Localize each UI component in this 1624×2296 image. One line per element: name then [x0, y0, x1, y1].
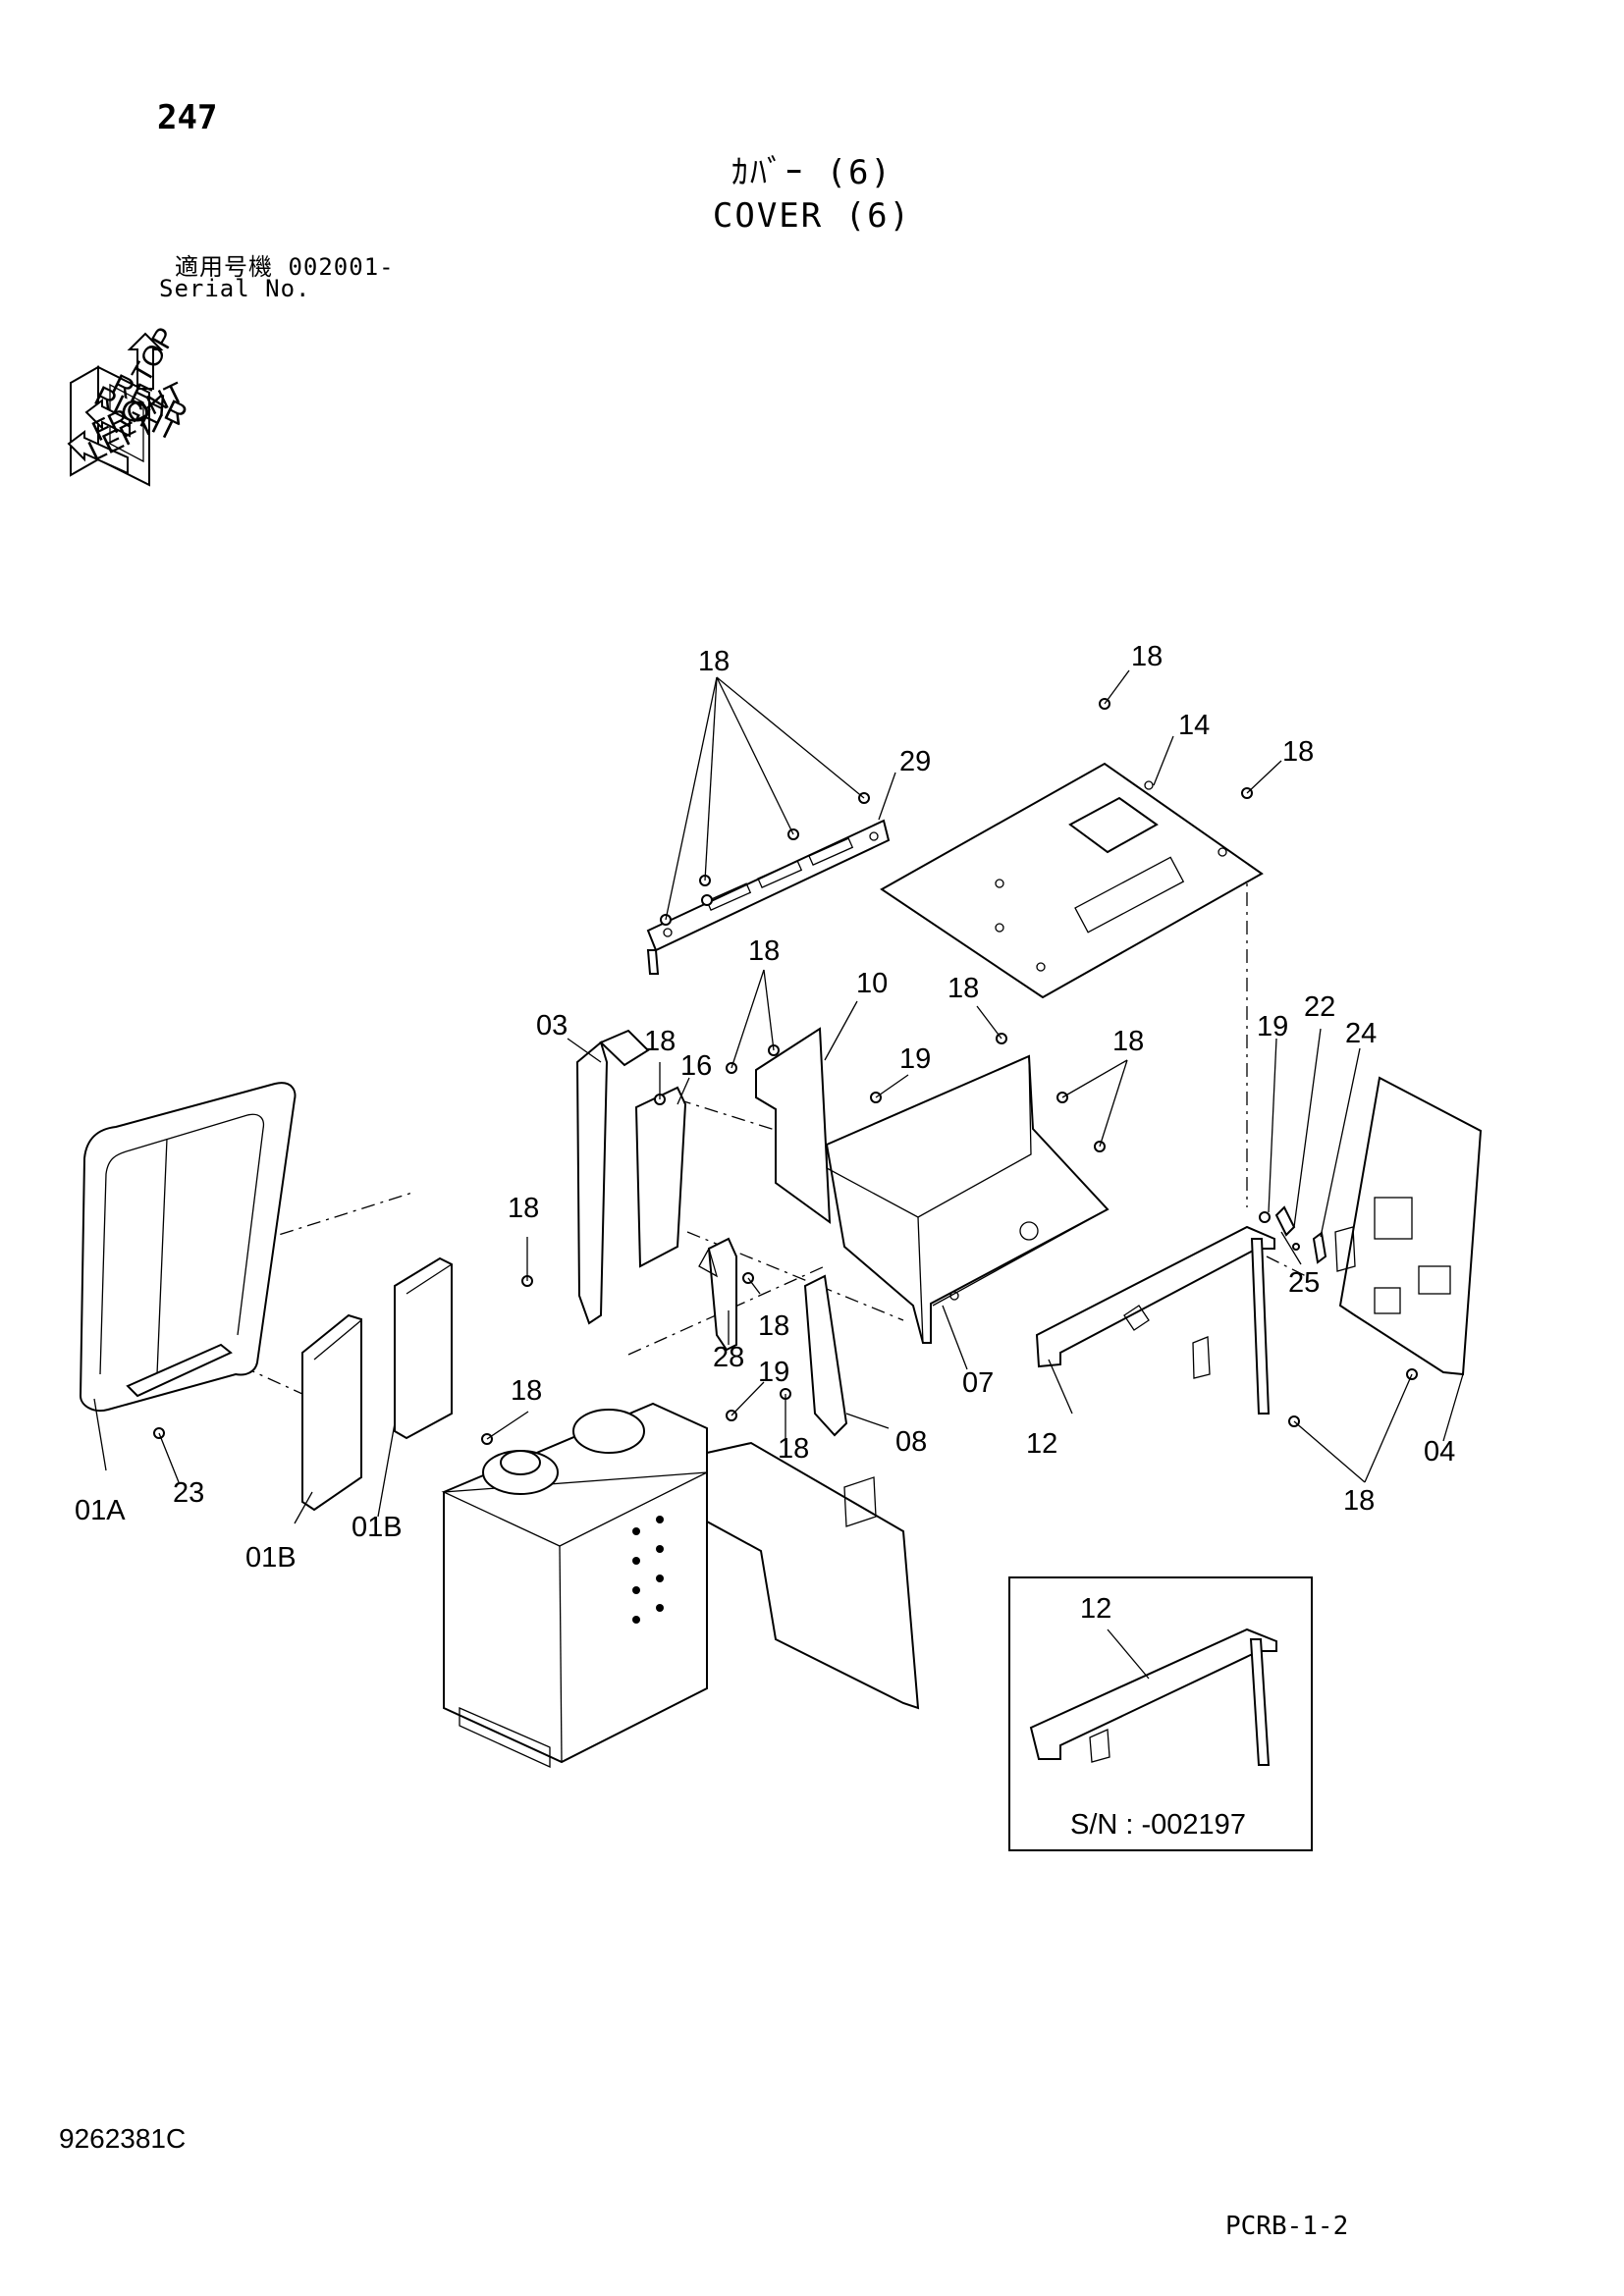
hydraulic-tank — [441, 1402, 708, 1769]
callout-08: 08 — [895, 1426, 927, 1458]
part-22-24-25-small-parts — [1274, 1205, 1327, 1264]
page-title-japanese: ｶﾊﾞｰ (6) — [731, 153, 893, 192]
callout-19-c: 19 — [758, 1357, 789, 1388]
callout-01B-b: 01B — [352, 1512, 403, 1543]
callout-18-top-right: 18 — [1131, 641, 1163, 672]
callout-19-a: 19 — [899, 1043, 931, 1075]
part-01A-door-frame — [79, 1082, 297, 1412]
part-16-plate — [634, 1086, 687, 1268]
orientation-compass-icon: TOP RIGHT REAR FRONT LEFT — [67, 322, 191, 487]
callout-23: 23 — [173, 1477, 204, 1509]
sheet-code: PCRB-1-2 — [1225, 2212, 1349, 2241]
callout-18-j: 18 — [511, 1375, 542, 1407]
callout-labels: 18 29 18 14 18 18 10 18 03 18 16 19 18 1… — [75, 641, 1455, 1841]
callout-18-g: 18 — [758, 1310, 789, 1342]
part-29-bracket — [646, 819, 891, 975]
callout-03: 03 — [536, 1010, 568, 1041]
inset-serial-note: S/N : -002197 — [1070, 1809, 1246, 1841]
inset-callout-12: 12 — [1080, 1593, 1111, 1625]
callout-19-b: 19 — [1257, 1011, 1288, 1042]
part-28-bracket — [698, 1237, 737, 1352]
callout-29: 29 — [899, 746, 931, 777]
part-01B-filter-rear — [394, 1256, 453, 1440]
callout-04: 04 — [1424, 1436, 1455, 1468]
serial-label: Serial No. — [159, 275, 311, 302]
callout-24: 24 — [1345, 1018, 1377, 1049]
fastener-bolts — [153, 698, 1418, 1445]
callout-01B-a: 01B — [245, 1542, 297, 1574]
callout-22: 22 — [1304, 991, 1335, 1023]
callout-28: 28 — [713, 1342, 744, 1373]
page-number: 247 — [157, 98, 218, 137]
callout-18-f: 18 — [508, 1193, 539, 1224]
callout-18-left: 18 — [644, 1026, 676, 1057]
part-08-bracket — [803, 1274, 848, 1437]
callout-18-e: 18 — [1112, 1026, 1144, 1057]
inset-detail-box — [1008, 1576, 1313, 1851]
callout-12: 12 — [1026, 1428, 1057, 1460]
document-code: 9262381C — [59, 2123, 187, 2154]
tank-frame-bracket — [706, 1441, 920, 1710]
callout-25: 25 — [1288, 1267, 1320, 1299]
part-07-cover-box — [825, 1054, 1110, 1344]
part-12-stay — [1035, 1225, 1275, 1415]
callout-10: 10 — [856, 968, 888, 999]
serial-label-japanese: 適用号機 002001- — [175, 253, 395, 281]
callout-14: 14 — [1178, 710, 1210, 741]
part-01B-filter-front — [301, 1313, 362, 1512]
part-14-top-plate — [880, 762, 1264, 999]
callout-18-h: 18 — [778, 1433, 809, 1465]
callout-leader-lines — [93, 669, 1464, 1680]
callout-07: 07 — [962, 1367, 994, 1399]
page-title: COVER (6) — [712, 196, 912, 236]
callout-18-top: 18 — [698, 646, 730, 677]
callout-18-middle: 18 — [748, 935, 780, 967]
part-04-side-cover — [1334, 1076, 1483, 1376]
callout-16: 16 — [680, 1050, 712, 1082]
callout-18-middle-2: 18 — [947, 973, 979, 1004]
part-10-plate — [755, 1027, 832, 1225]
part-03-bracket — [575, 1029, 650, 1325]
callout-18-right: 18 — [1282, 736, 1314, 768]
callout-01A: 01A — [75, 1495, 126, 1526]
callout-18-i: 18 — [1343, 1485, 1375, 1517]
